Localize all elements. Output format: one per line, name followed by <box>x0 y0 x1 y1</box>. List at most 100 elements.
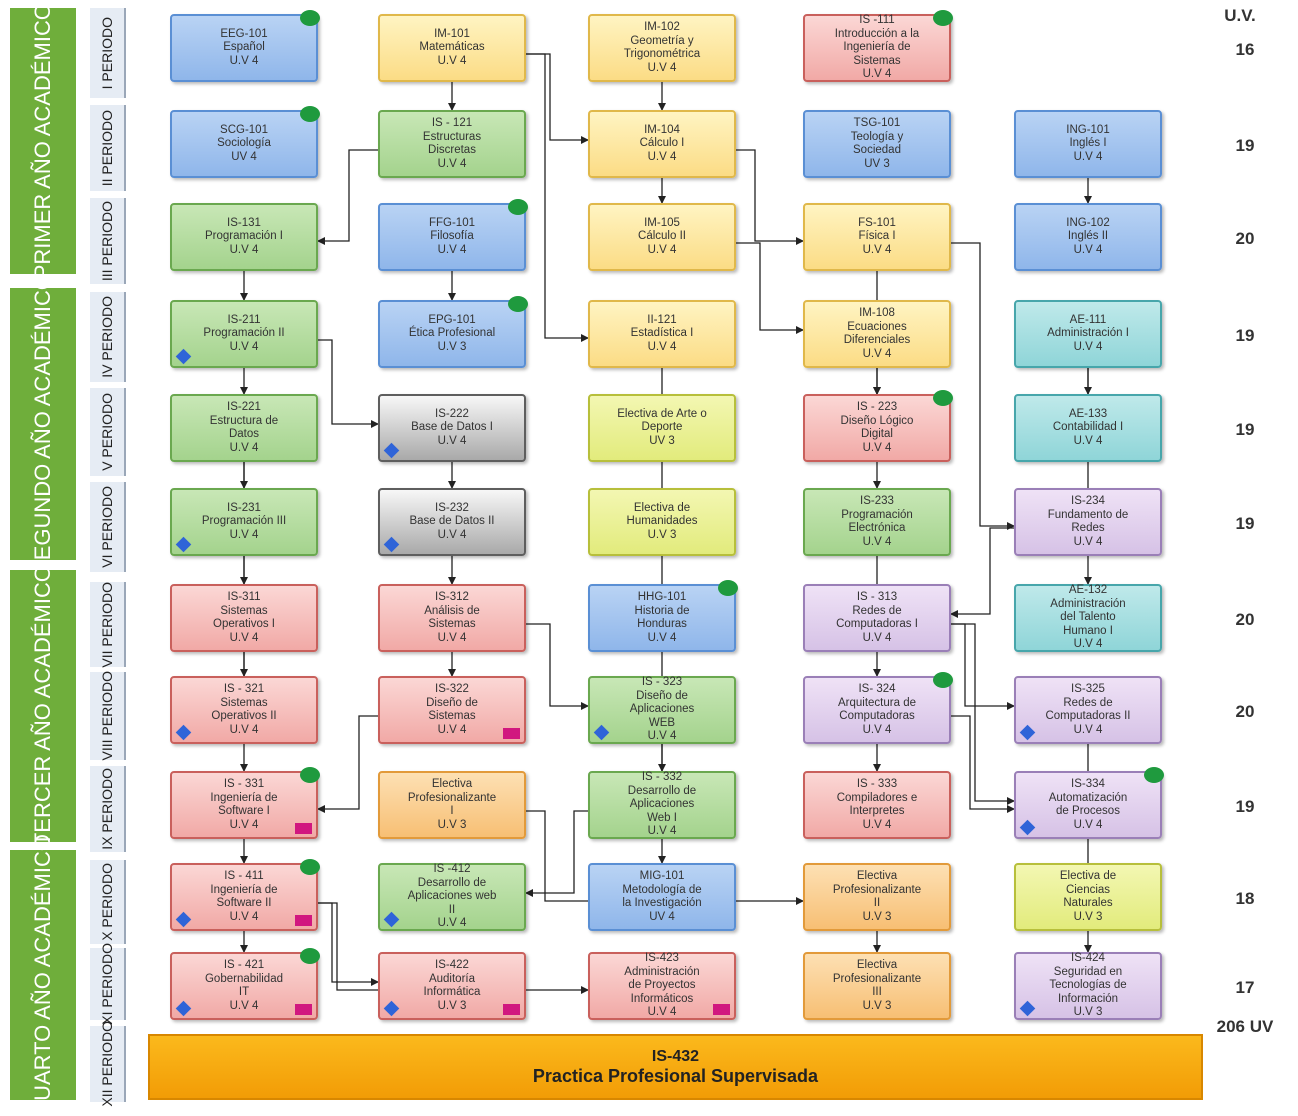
course-box-is311: IS-311 Sistemas Operativos I U.V 4 <box>170 584 318 652</box>
magenta-square-icon <box>713 1004 730 1015</box>
course-text: IS -412 Desarrollo de Aplicaciones web I… <box>407 863 497 930</box>
period-label: I PERIODO <box>90 8 126 98</box>
blue-diamond-icon <box>383 1000 400 1017</box>
course-box-is232: IS-232 Base de Datos II U.V 4 <box>378 488 526 556</box>
general-studies-dot-icon <box>300 767 320 783</box>
course-text: IS-131 Programación I U.V 4 <box>205 216 283 256</box>
course-box-is231: IS-231 Programación III U.V 4 <box>170 488 318 556</box>
course-text: IS - 321 Sistemas Operativos II U.V 4 <box>211 683 277 736</box>
course-box-hhg101: HHG-101 Historia de Honduras U.V 4 <box>588 580 738 652</box>
prerequisite-arrow <box>317 149 378 245</box>
uv-total: 19 <box>1235 136 1255 155</box>
period-label: IX PERIODO <box>90 766 126 852</box>
period-label: III PERIODO <box>90 198 126 284</box>
course-box-ae132: AE-132 Administración del Talento Humano… <box>1014 584 1162 652</box>
course-box-tsg101: TSG-101 Teología y Sociedad UV 3 <box>803 110 951 178</box>
period-text: X PERIODO <box>99 863 115 941</box>
prerequisite-arrow <box>526 53 589 342</box>
course-text: IS- 324 Arquitectura de Computadoras U.V… <box>838 683 916 736</box>
blue-diamond-icon <box>175 724 192 741</box>
course-box-is324: IS- 324 Arquitectura de Computadoras U.V… <box>803 672 953 744</box>
period-label: VIII PERIODO <box>90 671 126 761</box>
course-text: II-121 Estadística I U.V 4 <box>630 313 694 353</box>
course-box-scg101: SCG-101 Sociología UV 4 <box>170 106 320 178</box>
uv-total: 17 <box>1235 978 1255 997</box>
course-text: IS-312 Análisis de Sistemas U.V 4 <box>424 591 480 644</box>
period-label: II PERIODO <box>90 105 126 191</box>
course-box-fs101: FS-101 Física I U.V 4 <box>803 203 951 271</box>
course-text: AE-111 Administración I U.V 4 <box>1047 313 1129 353</box>
course-text: IS-233 Programación Electrónica U.V 4 <box>841 495 913 548</box>
year-label: TERCER AÑO ACADÉMICO <box>30 565 55 847</box>
blue-diamond-icon <box>593 724 610 741</box>
magenta-square-icon <box>295 823 312 834</box>
course-text: IS-231 Programación III U.V 4 <box>201 501 287 541</box>
prerequisite-arrow <box>525 810 588 897</box>
course-text: IM-102 Geometría y Trigonométrica U.V 4 <box>623 21 701 74</box>
prerequisite-arrow <box>951 623 1015 805</box>
period-label: V PERIODO <box>90 388 126 476</box>
course-text: IM-105 Cálculo II U.V 4 <box>638 216 686 256</box>
uv-total: 19 <box>1235 326 1255 345</box>
course-text: IM-104 Cálculo I U.V 4 <box>639 123 685 163</box>
period-label: IV PERIODO <box>90 292 126 382</box>
course-box-ae133: AE-133 Contabilidad I U.V 4 <box>1014 394 1162 462</box>
course-box-ii121: II-121 Estadística I U.V 4 <box>588 300 736 368</box>
course-box-elepro1: Electiva Profesionalizante I U.V 3 <box>378 771 526 839</box>
course-text: EEG-101 Español U.V 4 <box>220 27 268 67</box>
period-text: V PERIODO <box>99 393 115 471</box>
course-box-is223: IS - 223 Diseño Lógico Digital U.V 4 <box>803 390 953 462</box>
course-text: HHG-101 Historia de Honduras U.V 4 <box>634 591 690 644</box>
course-text: Electiva de Arte o Deporte UV 3 <box>617 407 707 447</box>
course-text: AE-133 Contabilidad I U.V 4 <box>1052 407 1124 447</box>
period-text: I PERIODO <box>99 16 115 90</box>
course-box-is131: IS-131 Programación I U.V 4 <box>170 203 318 271</box>
course-box-im104: IM-104 Cálculo I U.V 4 <box>588 110 736 178</box>
prerequisite-arrow <box>736 242 804 334</box>
course-text: Electiva de Humanidades U.V 3 <box>626 501 698 541</box>
course-box-is234: IS-234 Fundamento de Redes U.V 4 <box>1014 488 1162 556</box>
course-text: ING-102 Inglés II U.V 4 <box>1066 216 1110 256</box>
blue-diamond-icon <box>383 911 400 928</box>
prerequisite-arrow <box>951 623 1015 710</box>
course-box-is312: IS-312 Análisis de Sistemas U.V 4 <box>378 584 526 652</box>
prerequisite-arrow <box>951 242 1015 530</box>
course-box-is334: IS-334 Automatización de Procesos U.V 4 <box>1014 767 1164 839</box>
course-text: IS-221 Estructura de Datos U.V 4 <box>209 401 279 454</box>
blue-diamond-icon <box>175 1000 192 1017</box>
prerequisite-arrow <box>526 623 589 710</box>
course-text: IS-424 Seguridad en Tecnologías de Infor… <box>1049 952 1127 1019</box>
blue-diamond-icon <box>175 348 192 365</box>
uv-total: 18 <box>1235 889 1255 908</box>
blue-diamond-icon <box>1019 819 1036 836</box>
course-text: IS-311 Sistemas Operativos I U.V 4 <box>213 591 275 644</box>
course-box-is325: IS-325 Redes de Computadoras II U.V 4 <box>1014 676 1162 744</box>
prerequisite-arrow <box>526 53 589 144</box>
blue-diamond-icon <box>1019 724 1036 741</box>
course-box-eleart: Electiva de Arte o Deporte UV 3 <box>588 394 736 462</box>
uv-total: 20 <box>1235 229 1255 248</box>
course-box-is323: IS - 323 Diseño de Aplicaciones WEB U.V … <box>588 676 736 744</box>
uv-total: 20 <box>1235 610 1255 629</box>
course-box-ing101: ING-101 Inglés I U.V 4 <box>1014 110 1162 178</box>
course-box-is111: IS -111 Introducción a la Ingeniería de … <box>803 10 953 82</box>
magenta-square-icon <box>503 728 520 739</box>
course-box-is422: IS-422 Auditoría Informática U.V 3 <box>378 952 526 1020</box>
uv-header: U.V. <box>1224 6 1256 25</box>
year-banner: CUARTO AÑO ACADÉMICO <box>10 834 76 1116</box>
course-box-elepro3: Electiva Profesionalizante III U.V 3 <box>803 952 951 1020</box>
general-studies-dot-icon <box>718 580 738 596</box>
course-text: Electiva Profesionalizante II U.V 3 <box>832 870 922 923</box>
course-text: IS -111 Introducción a la Ingeniería de … <box>834 14 920 81</box>
course-text: IS-423 Administración de Proyectos Infor… <box>624 952 700 1019</box>
year-banner: PRIMER AÑO ACADÉMICO <box>10 3 76 279</box>
uv-grand-total: 206 UV <box>1216 1017 1274 1036</box>
course-text: IM-101 Matemáticas U.V 4 <box>419 27 485 67</box>
course-text: IS-234 Fundamento de Redes U.V 4 <box>1047 495 1129 548</box>
course-box-elepro2: Electiva Profesionalizante II U.V 3 <box>803 863 951 931</box>
course-box-epg101: EPG-101 Ética Profesional U.V 3 <box>378 296 528 368</box>
period-text: VI PERIODO <box>99 486 115 568</box>
prerequisite-arrow <box>951 715 1015 813</box>
general-studies-dot-icon <box>508 199 528 215</box>
course-box-is331: IS - 331 Ingeniería de Software I U.V 4 <box>170 767 320 839</box>
